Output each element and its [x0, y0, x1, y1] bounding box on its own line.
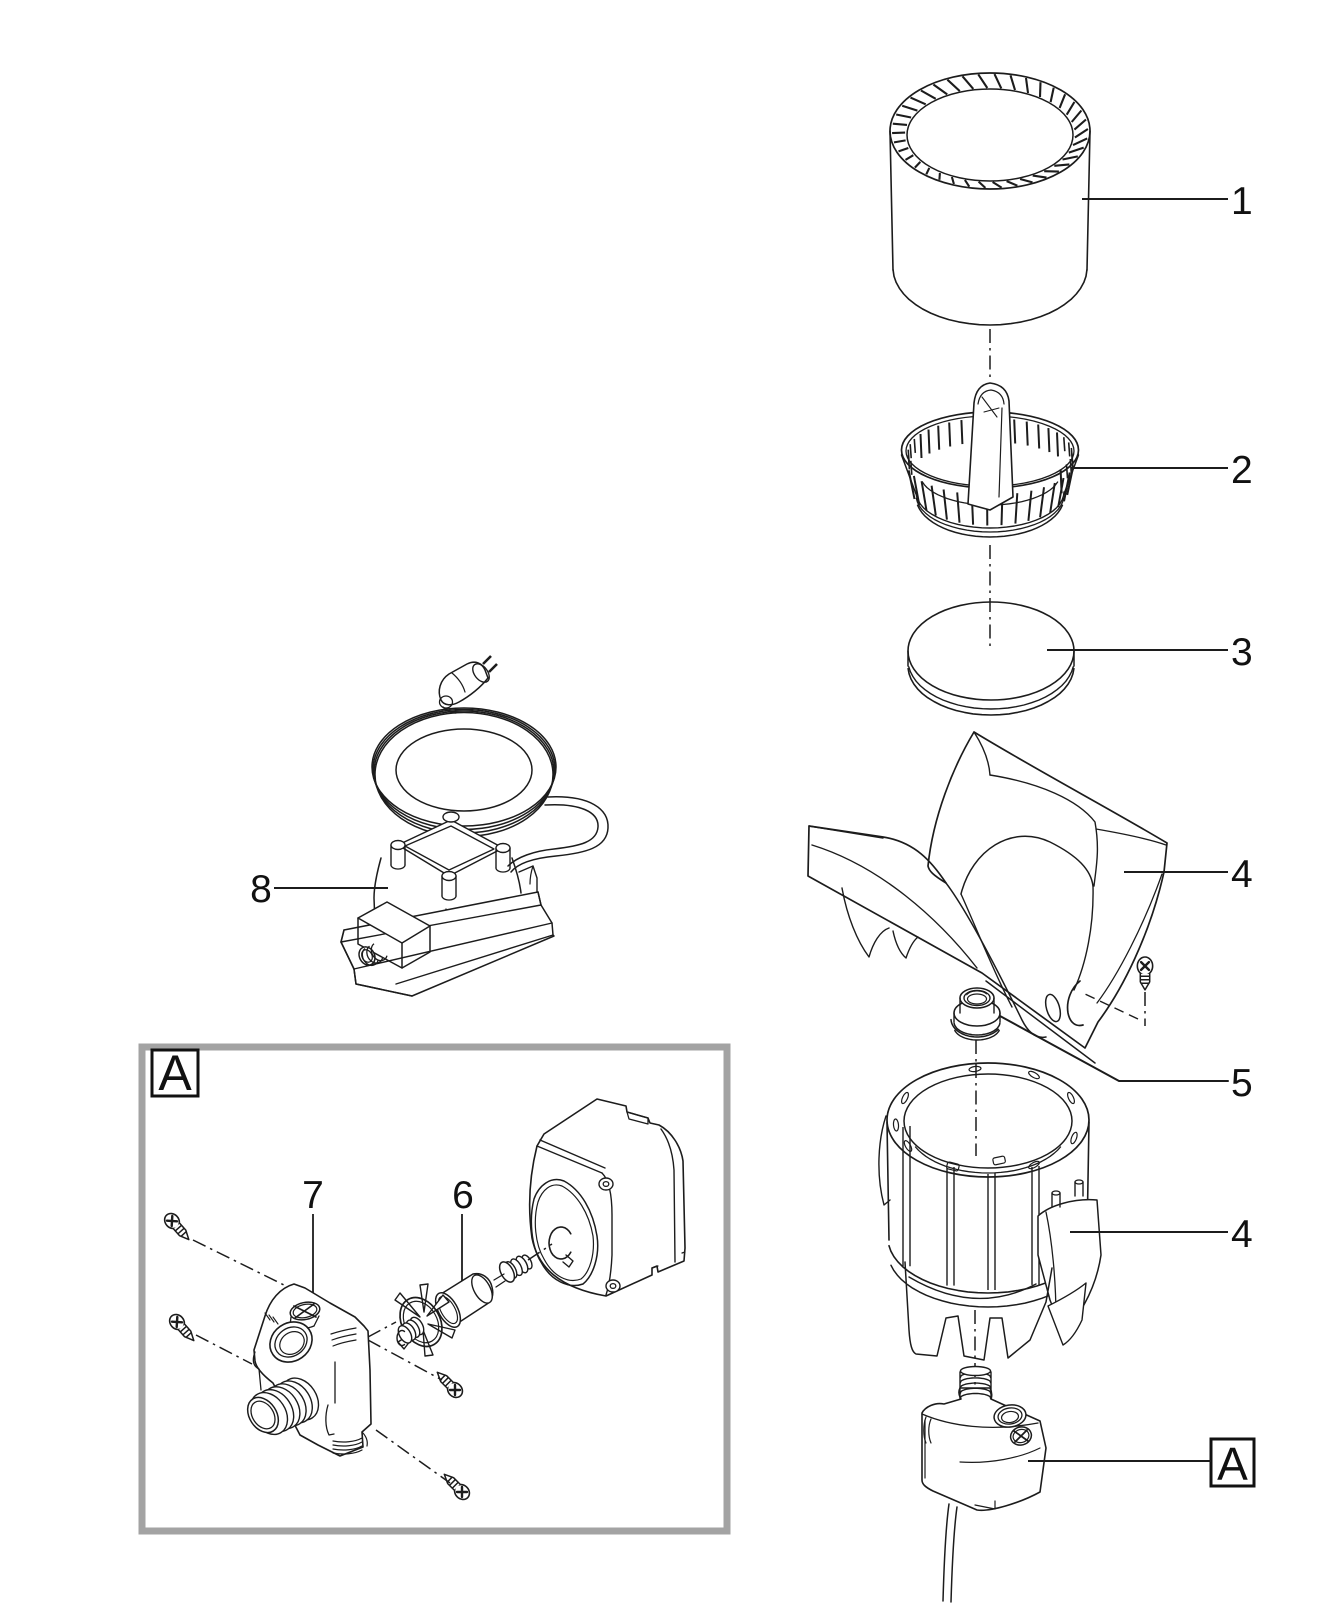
svg-text:2: 2 — [1231, 449, 1253, 492]
svg-text:7: 7 — [302, 1174, 324, 1217]
svg-text:1: 1 — [1231, 180, 1253, 223]
svg-text:4: 4 — [1231, 1213, 1253, 1256]
svg-text:5: 5 — [1231, 1062, 1253, 1105]
svg-text:3: 3 — [1231, 631, 1253, 674]
svg-text:6: 6 — [452, 1174, 474, 1217]
svg-text:A: A — [1217, 1438, 1248, 1490]
svg-text:8: 8 — [250, 868, 272, 911]
svg-text:4: 4 — [1231, 853, 1253, 896]
svg-text:A: A — [158, 1045, 192, 1101]
